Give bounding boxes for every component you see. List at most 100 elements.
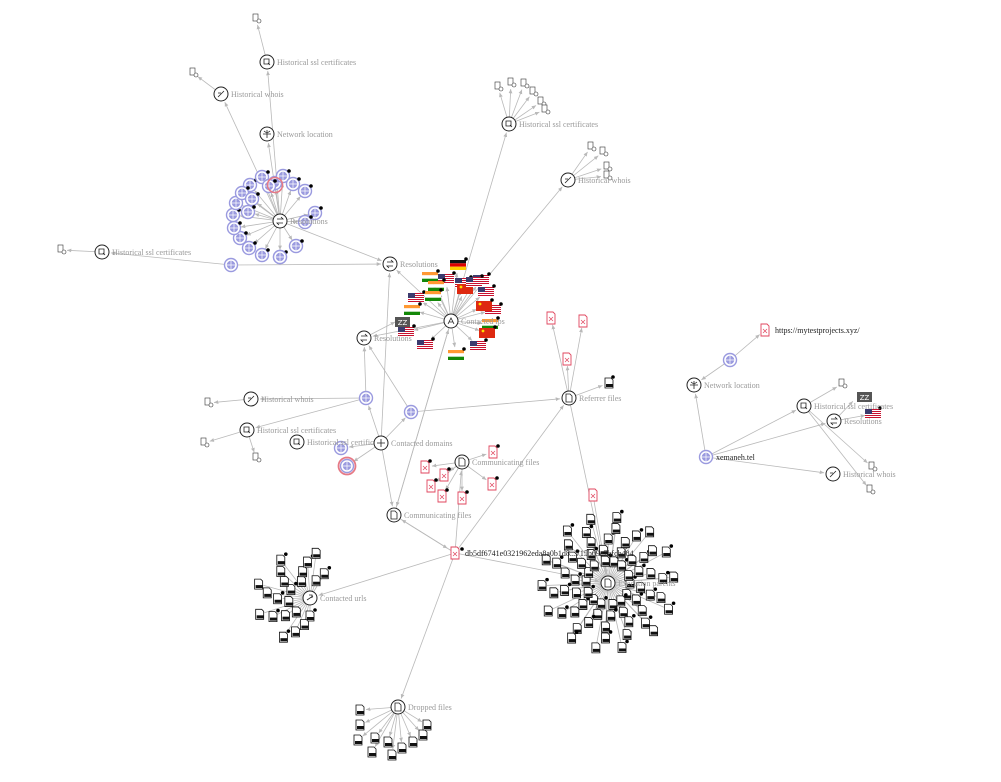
file-leaf-icon[interactable] bbox=[560, 585, 570, 596]
file-leaf-icon[interactable] bbox=[586, 549, 596, 560]
certificate-leaf-icon[interactable] bbox=[200, 437, 210, 448]
certificate-leaf-icon[interactable] bbox=[494, 81, 504, 92]
certificate-leaf-icon[interactable] bbox=[520, 78, 530, 89]
file-leaf-icon[interactable] bbox=[578, 599, 588, 610]
file-leaf-icon[interactable] bbox=[583, 587, 593, 598]
domain-node[interactable] bbox=[254, 247, 270, 263]
domain-node[interactable] bbox=[225, 207, 241, 223]
file-leaf-icon[interactable] bbox=[549, 587, 559, 599]
certificate-leaf-icon[interactable] bbox=[57, 244, 67, 255]
file-leaf-icon[interactable] bbox=[588, 488, 598, 502]
file-leaf-icon[interactable] bbox=[632, 530, 641, 542]
file-leaf-icon[interactable] bbox=[586, 536, 596, 548]
file-leaf-icon[interactable] bbox=[537, 580, 547, 592]
file-leaf-icon[interactable] bbox=[606, 610, 616, 622]
hub-node-h7[interactable] bbox=[501, 116, 517, 132]
file-leaf-icon[interactable] bbox=[648, 545, 657, 557]
file-leaf-icon[interactable] bbox=[564, 539, 573, 551]
file-leaf-icon[interactable] bbox=[300, 619, 309, 631]
file-leaf-icon[interactable] bbox=[450, 546, 460, 560]
file-leaf-icon[interactable] bbox=[627, 554, 637, 566]
file-leaf-icon[interactable] bbox=[604, 377, 614, 389]
file-leaf-icon[interactable] bbox=[297, 576, 306, 587]
file-leaf-icon[interactable] bbox=[268, 611, 278, 622]
certificate-leaf-icon[interactable] bbox=[252, 452, 262, 463]
file-leaf-icon[interactable] bbox=[254, 578, 264, 590]
domain-node[interactable] bbox=[223, 257, 239, 273]
file-leaf-icon[interactable] bbox=[543, 605, 553, 617]
file-leaf-icon[interactable] bbox=[646, 568, 656, 579]
file-leaf-icon[interactable] bbox=[669, 571, 679, 583]
file-leaf-icon[interactable] bbox=[760, 323, 770, 337]
file-leaf-icon[interactable] bbox=[353, 734, 363, 746]
domain-node[interactable] bbox=[288, 238, 304, 254]
file-leaf-icon[interactable] bbox=[612, 512, 622, 523]
domain-node[interactable] bbox=[297, 214, 313, 230]
file-leaf-icon[interactable] bbox=[601, 632, 610, 644]
domain-node[interactable] bbox=[403, 404, 419, 420]
file-leaf-icon[interactable] bbox=[618, 606, 628, 618]
file-leaf-icon[interactable] bbox=[641, 617, 650, 629]
hub-node-h16[interactable] bbox=[386, 507, 402, 523]
hub-node-h13[interactable] bbox=[289, 434, 305, 450]
file-leaf-icon[interactable] bbox=[664, 603, 673, 615]
certificate-leaf-icon[interactable] bbox=[189, 67, 199, 78]
file-leaf-icon[interactable] bbox=[661, 546, 671, 558]
domain-node[interactable] bbox=[240, 204, 256, 220]
file-leaf-icon[interactable] bbox=[596, 598, 606, 610]
domain-node[interactable] bbox=[307, 205, 323, 221]
certificate-leaf-icon[interactable] bbox=[599, 146, 609, 157]
domain-node[interactable] bbox=[272, 249, 288, 265]
file-leaf-icon[interactable] bbox=[637, 605, 647, 617]
hub-node-h10[interactable] bbox=[356, 330, 372, 346]
file-leaf-icon[interactable] bbox=[570, 574, 580, 586]
certificate-leaf-icon[interactable] bbox=[541, 104, 551, 115]
hub-node-h4[interactable] bbox=[272, 213, 288, 229]
file-leaf-icon[interactable] bbox=[589, 560, 599, 572]
file-leaf-icon[interactable] bbox=[303, 556, 312, 568]
file-leaf-icon[interactable] bbox=[560, 567, 570, 579]
file-leaf-icon[interactable] bbox=[383, 736, 393, 748]
file-leaf-icon[interactable] bbox=[367, 746, 377, 758]
file-leaf-icon[interactable] bbox=[591, 642, 601, 654]
file-leaf-icon[interactable] bbox=[620, 537, 630, 548]
domain-node[interactable] bbox=[297, 183, 313, 199]
file-leaf-icon[interactable] bbox=[622, 629, 632, 640]
hub-node-h20[interactable] bbox=[686, 377, 702, 393]
file-leaf-icon[interactable] bbox=[305, 610, 315, 622]
file-leaf-icon[interactable] bbox=[418, 729, 428, 741]
file-leaf-icon[interactable] bbox=[656, 592, 666, 604]
file-leaf-icon[interactable] bbox=[578, 314, 588, 328]
hub-node-h2[interactable] bbox=[213, 86, 229, 102]
domain-node[interactable] bbox=[722, 352, 738, 368]
file-leaf-icon[interactable] bbox=[584, 617, 594, 628]
file-leaf-icon[interactable] bbox=[568, 551, 577, 563]
hub-node-h18[interactable] bbox=[302, 590, 318, 606]
file-leaf-icon[interactable] bbox=[408, 736, 418, 748]
file-leaf-icon[interactable] bbox=[631, 594, 641, 606]
file-leaf-icon[interactable] bbox=[586, 513, 596, 525]
file-leaf-icon[interactable] bbox=[639, 552, 649, 563]
file-leaf-icon[interactable] bbox=[298, 566, 308, 578]
file-leaf-icon[interactable] bbox=[276, 554, 286, 566]
domain-node[interactable] bbox=[234, 185, 250, 201]
hub-node-h22[interactable] bbox=[826, 413, 842, 429]
certificate-leaf-icon[interactable] bbox=[866, 484, 876, 495]
file-leaf-icon[interactable] bbox=[284, 596, 294, 607]
file-leaf-icon[interactable] bbox=[557, 607, 567, 619]
file-leaf-icon[interactable] bbox=[599, 544, 608, 556]
certificate-leaf-icon[interactable] bbox=[587, 141, 597, 152]
file-leaf-icon[interactable] bbox=[608, 599, 618, 610]
certificate-leaf-icon[interactable] bbox=[507, 77, 517, 88]
file-leaf-icon[interactable] bbox=[281, 610, 290, 622]
file-leaf-icon[interactable] bbox=[616, 595, 626, 607]
hub-node-h21[interactable] bbox=[796, 398, 812, 414]
file-leaf-icon[interactable] bbox=[276, 566, 286, 577]
file-leaf-icon[interactable] bbox=[262, 587, 272, 599]
hub-node-h1[interactable] bbox=[259, 54, 275, 70]
file-leaf-icon[interactable] bbox=[488, 445, 498, 459]
certificate-leaf-icon[interactable] bbox=[603, 161, 613, 172]
file-leaf-icon[interactable] bbox=[397, 742, 407, 754]
file-leaf-icon[interactable] bbox=[279, 576, 289, 587]
file-leaf-icon[interactable] bbox=[581, 527, 591, 538]
